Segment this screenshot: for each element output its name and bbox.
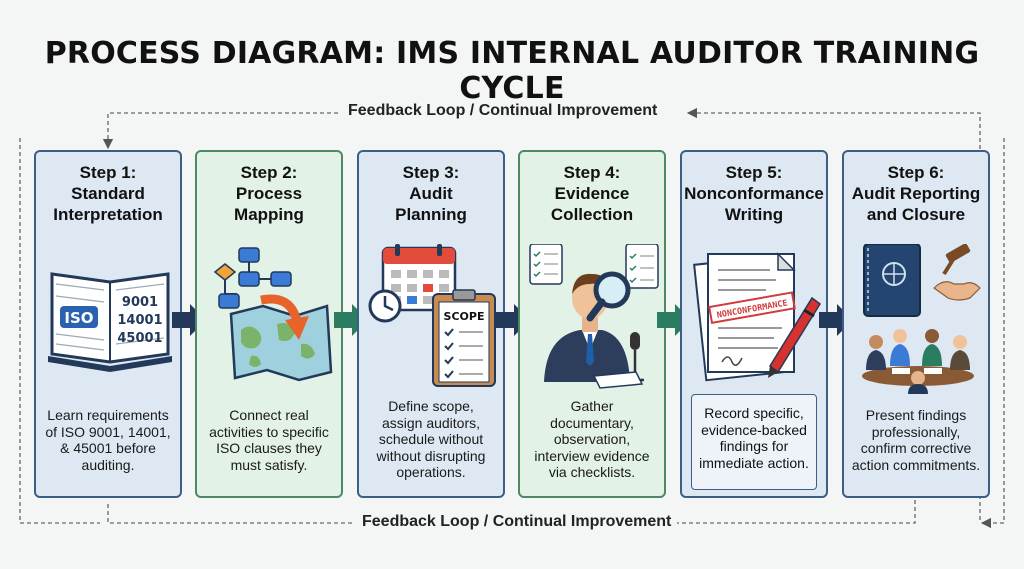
step-number: Step 3: (402, 163, 460, 182)
desc-line: Record specific, (704, 405, 804, 421)
step-number: Step 1: (79, 163, 137, 182)
desc-line: operations. (396, 464, 466, 480)
book-code-45001: 45001 (117, 331, 162, 346)
step-5-card: Step 5: Nonconformance Writing NONCONFOR… (680, 150, 828, 498)
feedback-loop-label-top: Feedback Loop / Continual Improvement (342, 102, 664, 120)
step-title-line: and Closure (866, 205, 966, 224)
step-1-title: Step 1: Standard Interpretation (36, 162, 180, 225)
step-4-description: Gather documentary, observation, intervi… (526, 398, 658, 481)
step-6-title: Step 6: Audit Reporting and Closure (844, 162, 988, 225)
step-title-line: Audit Reporting (851, 184, 981, 203)
desc-line: action commitments. (851, 456, 981, 473)
step-6-card: Step 6: Audit Reporting and Closure Pres… (842, 150, 990, 498)
step-title-line: Planning (395, 205, 467, 224)
desc-line: observation, (553, 431, 631, 447)
desc-line: interview evidence (534, 447, 650, 464)
auditor-magnifier-icon (529, 244, 659, 389)
book-code-9001: 9001 (122, 295, 158, 310)
step-6-description: Present findings professionally, confirm… (850, 407, 982, 473)
step-3-description: Define scope, assign auditors, schedule … (365, 398, 497, 481)
step-title-line: Interpretation (53, 205, 163, 224)
page-title: PROCESS DIAGRAM: IMS INTERNAL AUDITOR TR… (44, 36, 980, 106)
step-number: Step 6: (887, 163, 945, 182)
step-2-description: Connect real activities to specific ISO … (203, 407, 335, 473)
step-title-line: Evidence (554, 184, 630, 203)
desc-line: professionally, (871, 423, 961, 440)
clipboard-scope-label: SCOPE (444, 310, 485, 323)
desc-line: ISO clauses they (216, 440, 322, 456)
flowchart-map-icon (213, 247, 333, 382)
step-title-line: Writing (724, 205, 784, 224)
calendar-clipboard-icon: SCOPE (368, 244, 496, 387)
desc-line: without disrupting (376, 447, 486, 464)
desc-line: activities to specific (209, 423, 329, 440)
desc-line: confirm corrective (860, 440, 972, 456)
step-2-title: Step 2: Process Mapping (197, 162, 341, 225)
document-pen-icon: NONCONFORMANCE (693, 252, 821, 382)
desc-line: & 45001 before (60, 440, 156, 456)
open-book-icon: ISO 9001 14001 45001 (48, 272, 172, 372)
step-4-title: Step 4: Evidence Collection (520, 162, 664, 225)
step-title-line: Audit (409, 184, 453, 203)
book-iso-label: ISO (64, 309, 93, 327)
desc-line: Present findings (865, 407, 967, 423)
desc-line: Learn requirements (47, 407, 169, 423)
step-number: Step 5: (725, 163, 783, 182)
step-2-card: Step 2: Process Mapping Connect real act… (195, 150, 343, 498)
step-5-description: Record specific, evidence-backed finding… (691, 394, 817, 490)
desc-line: assign auditors, (381, 414, 481, 431)
step-number: Step 2: (240, 163, 298, 182)
step-title-line: Process (235, 184, 303, 203)
step-4-card: Step 4: Evidence Collection Gather docum… (518, 150, 666, 498)
desc-line: must satisfy. (230, 456, 308, 473)
step-title-line: Collection (550, 205, 634, 224)
step-3-card: Step 3: Audit Planning SCOPE Define scop… (357, 150, 505, 498)
step-title-line: Standard (71, 184, 145, 203)
step-3-title: Step 3: Audit Planning (359, 162, 503, 225)
desc-line: Connect real (229, 407, 309, 423)
desc-line: Gather (570, 398, 614, 414)
step-1-card: Step 1: Standard Interpretation ISO 9001… (34, 150, 182, 498)
desc-line: documentary, (550, 414, 634, 431)
feedback-loop-label-bottom: Feedback Loop / Continual Improvement (356, 513, 678, 531)
desc-line: immediate action. (699, 454, 809, 471)
book-code-14001: 14001 (117, 313, 162, 328)
step-number: Step 4: (563, 163, 621, 182)
report-meeting-icon (862, 244, 981, 394)
desc-line: of ISO 9001, 14001, (45, 423, 171, 440)
step-5-title: Step 5: Nonconformance Writing (682, 162, 826, 225)
step-title-line: Nonconformance (684, 184, 824, 203)
step-1-description: Learn requirements of ISO 9001, 14001, &… (42, 407, 174, 473)
desc-line: auditing. (81, 456, 135, 473)
desc-line: findings for (719, 438, 789, 454)
desc-line: evidence-backed (701, 421, 807, 438)
desc-line: schedule without (378, 431, 484, 447)
desc-line: via checklists. (548, 464, 636, 480)
step-title-line: Mapping (234, 205, 304, 224)
desc-line: Define scope, (388, 398, 474, 414)
